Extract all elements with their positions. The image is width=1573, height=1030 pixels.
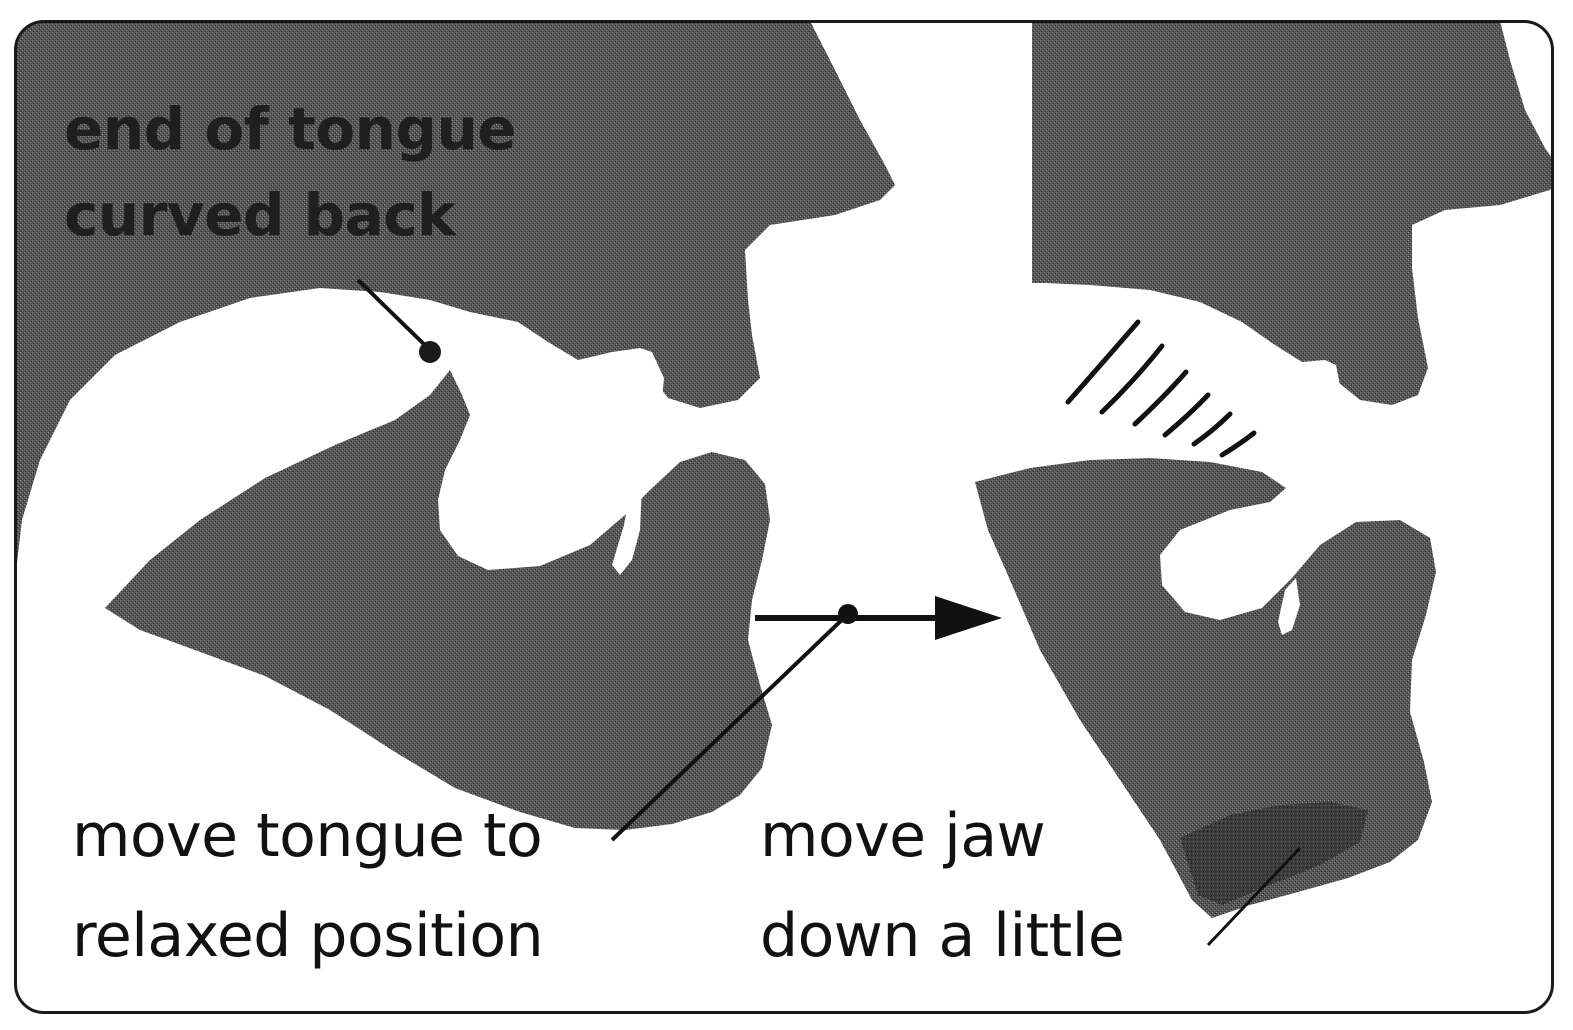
transition-arrow-head [935,596,1002,640]
right-caption-line1: move jaw [760,806,1045,866]
left-caption-line2: relaxed position [72,906,543,966]
left-caption-line1: move tongue to [72,806,542,866]
tongue-tip-pointer-dot [419,341,441,363]
tongue-curl-label-line2: curved back [64,186,455,244]
left-tongue-jaw [105,370,772,830]
airflow-arcs [1068,322,1254,455]
right-upper-head [1032,21,1560,405]
tongue-curl-label-line1: end of tongue [64,100,516,158]
right-caption-line2: down a little [760,906,1124,966]
